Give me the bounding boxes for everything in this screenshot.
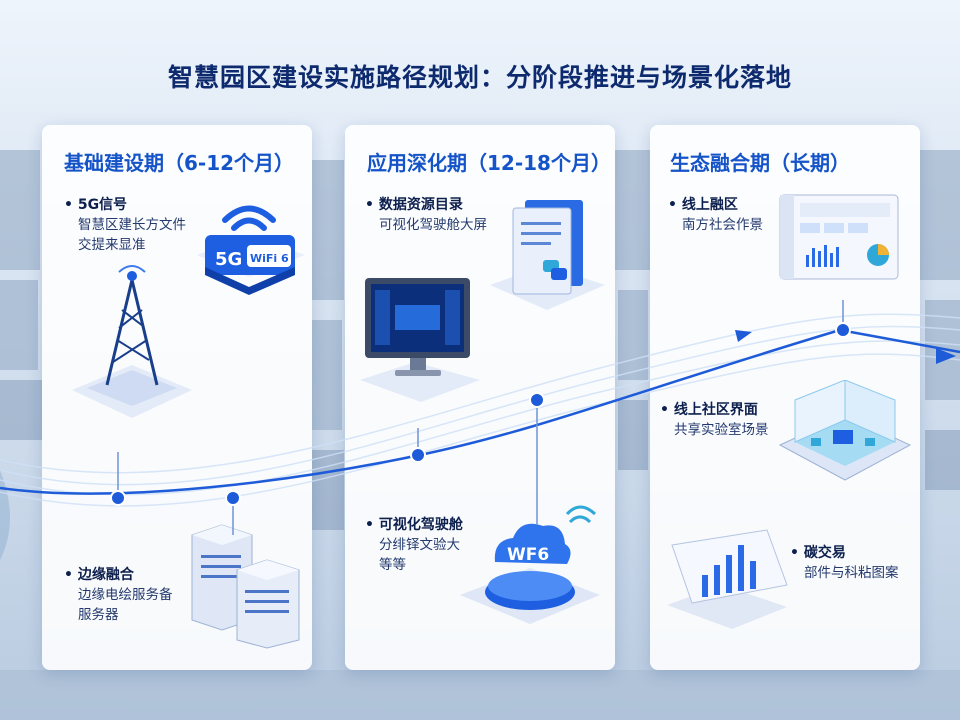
item-online-district: 线上融区 南方社会作景 bbox=[668, 195, 763, 235]
item-cockpit: 可视化驾驶舱 分绯铎文验大 等等 bbox=[365, 515, 463, 575]
item-online-community: 线上社区界面 共享实验室场景 bbox=[660, 400, 769, 440]
item-head: 边缘融合 bbox=[64, 565, 173, 585]
item-desc: 分绯铎文验大 bbox=[379, 537, 460, 553]
wf6-cloud-icon: WF6 bbox=[460, 505, 600, 624]
item-desc: 南方社会作景 bbox=[682, 217, 763, 233]
item-head: 可视化驾驶舱 bbox=[365, 515, 463, 535]
wifi-5g-icon: 5G WiFi 6 bbox=[197, 205, 305, 295]
phase-title: 生态融合期（长期） bbox=[670, 151, 850, 175]
badge-5g: 5G bbox=[215, 249, 242, 270]
item-desc: 服务器 bbox=[78, 607, 119, 623]
item-data-catalog: 数据资源目录 可视化驾驶舱大屏 bbox=[365, 195, 487, 235]
item-desc: 边缘电绘服务备 bbox=[78, 587, 173, 603]
lab-scene-icon bbox=[778, 380, 912, 481]
item-5g: 5G信号 智慧区建长方文件 交提来显准 bbox=[64, 195, 186, 255]
dashboard-icon bbox=[779, 194, 899, 280]
item-desc: 智慧区建长方文件 bbox=[78, 217, 186, 233]
badge-wifi: WiFi 6 bbox=[250, 252, 289, 265]
item-desc: 可视化驾驶舱大屏 bbox=[379, 217, 487, 233]
item-head: 数据资源目录 bbox=[365, 195, 487, 215]
badge-wf6: WF6 bbox=[507, 545, 549, 565]
item-head: 5G信号 bbox=[64, 195, 186, 215]
phase-title: 基础建设期（6-12个月） bbox=[64, 151, 295, 175]
cell-tower-icon bbox=[72, 265, 192, 418]
item-desc: 等等 bbox=[379, 557, 406, 573]
item-head: 碳交易 bbox=[790, 543, 899, 563]
bar-chart-icon bbox=[667, 529, 788, 629]
item-head: 线上社区界面 bbox=[660, 400, 769, 420]
phase-title: 应用深化期（12-18个月） bbox=[367, 151, 611, 175]
item-desc: 部件与科粘图案 bbox=[804, 565, 899, 581]
item-desc: 交提来显准 bbox=[78, 237, 146, 253]
page-title: 智慧园区建设实施路径规划：分阶段推进与场景化落地 bbox=[167, 63, 792, 92]
phase-card-application: 应用深化期（12-18个月） 数据资源目录 可视化驾驶舱大屏 可视化驾驶舱 分绯… bbox=[345, 125, 615, 670]
item-edge: 边缘融合 边缘电绘服务备 服务器 bbox=[64, 565, 173, 625]
item-head: 线上融区 bbox=[668, 195, 763, 215]
item-carbon-trading: 碳交易 部件与科粘图案 bbox=[790, 543, 899, 583]
monitor-icon bbox=[360, 278, 480, 402]
phase-card-ecosystem: 生态融合期（长期） 线上融区 南方社会作景 线上社区界面 共享实验室场景 碳交易… bbox=[650, 125, 920, 670]
item-desc: 共享实验室场景 bbox=[674, 422, 769, 438]
server-icon bbox=[191, 524, 300, 649]
document-icon bbox=[490, 200, 605, 310]
phase-card-foundation: 基础建设期（6-12个月） 5G信号 智慧区建长方文件 交提来显准 边缘融合 边… bbox=[42, 125, 312, 670]
